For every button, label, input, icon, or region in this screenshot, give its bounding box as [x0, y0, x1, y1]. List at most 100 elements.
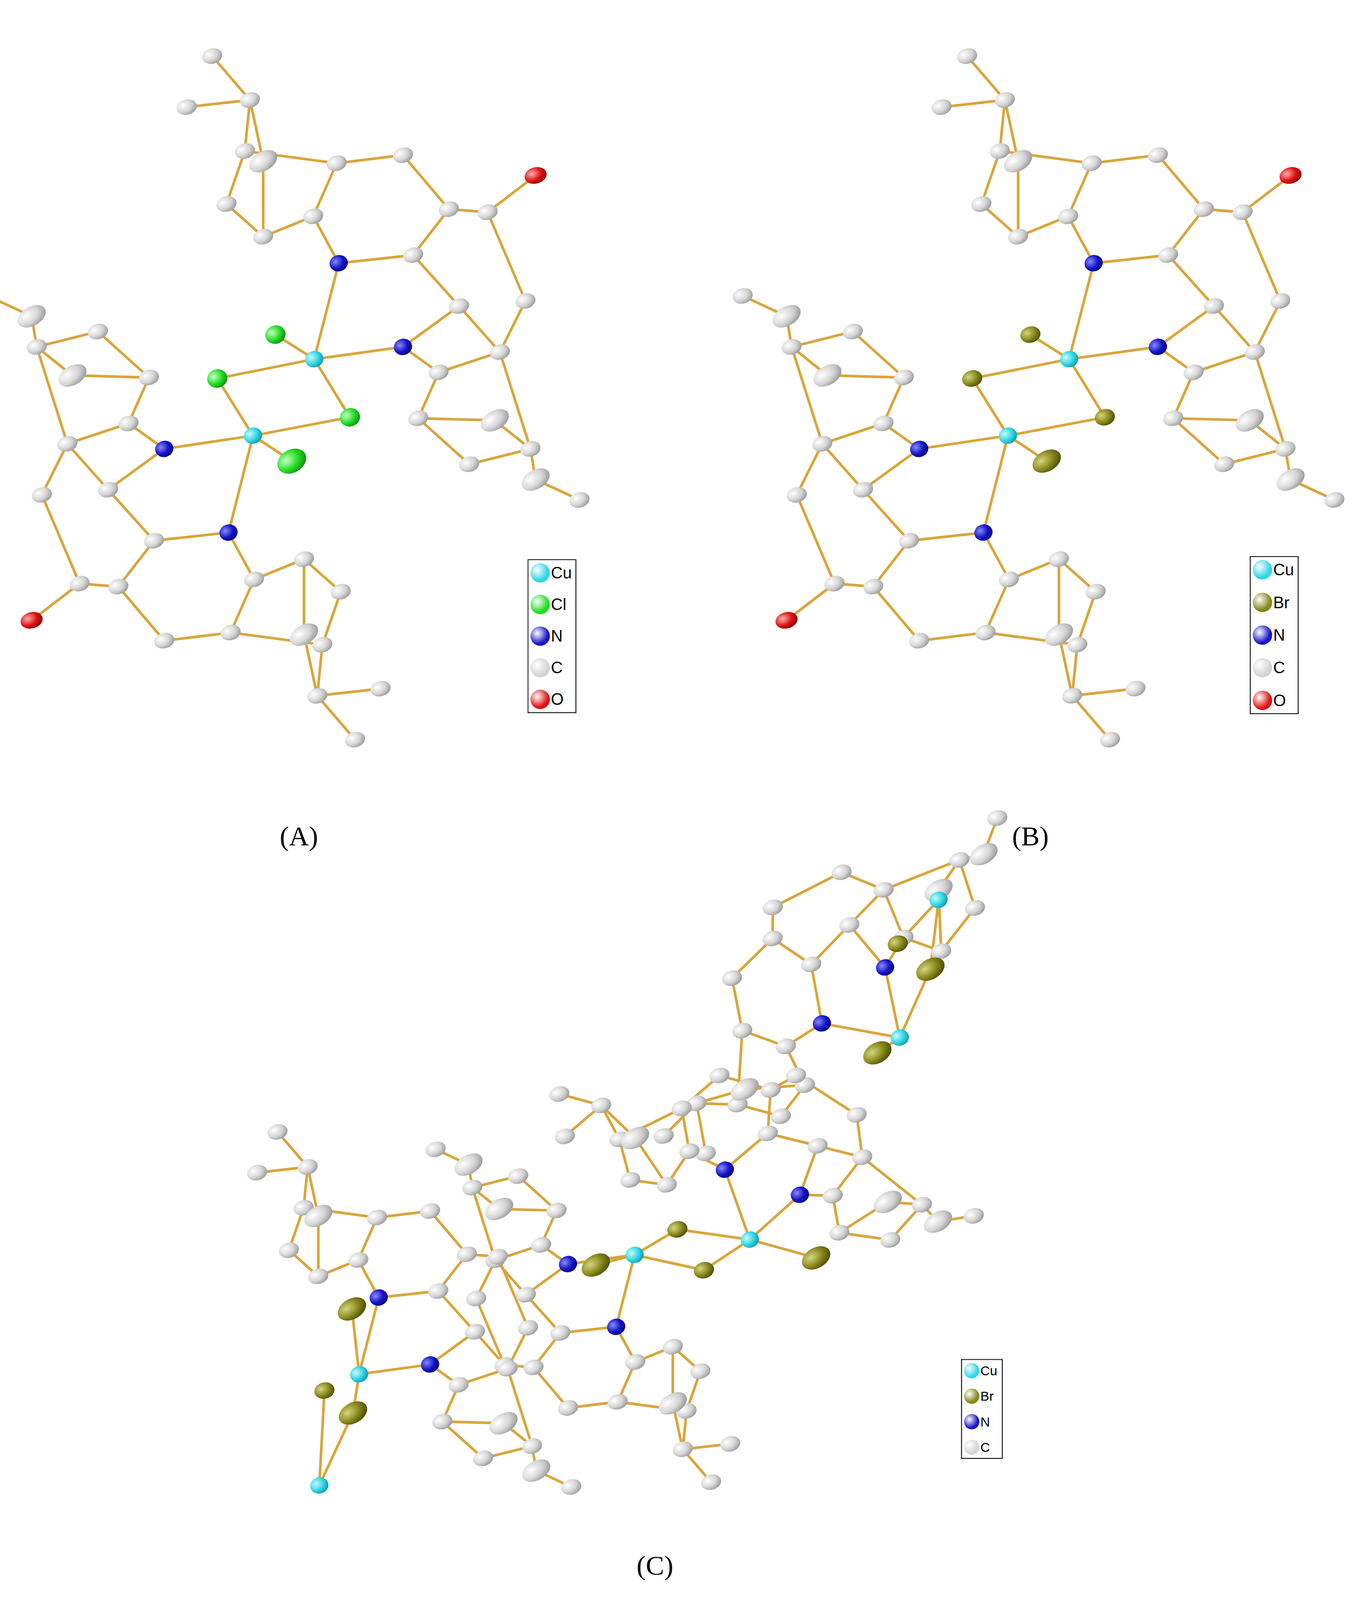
atom-c — [878, 1229, 902, 1250]
bond — [403, 155, 449, 210]
atom-c — [784, 484, 809, 505]
bond — [616, 1254, 635, 1327]
bond — [228, 435, 254, 533]
atom-n — [908, 438, 930, 460]
legend-swatch — [530, 563, 550, 583]
atom-br — [312, 1380, 337, 1402]
legend-item: O — [530, 689, 572, 710]
bond — [1077, 591, 1096, 645]
atom-c — [955, 46, 979, 67]
legend-text: Cu — [980, 1362, 998, 1378]
bond — [822, 443, 864, 490]
bond — [41, 494, 80, 584]
atom-c — [24, 336, 49, 357]
atom-c — [245, 1162, 269, 1183]
atom-c — [391, 145, 415, 166]
atom-c — [152, 630, 177, 651]
atom-c — [850, 1146, 874, 1168]
atom-c — [1161, 408, 1185, 429]
legend-swatch — [1252, 560, 1273, 580]
atom-c — [907, 630, 931, 651]
atom-c — [768, 300, 805, 333]
atom-c — [969, 193, 994, 215]
legend-item: Cu — [964, 1362, 998, 1378]
bond — [442, 1421, 484, 1459]
atom-c — [961, 1205, 986, 1226]
legend-text: O — [1273, 690, 1287, 710]
atom-c — [871, 413, 896, 434]
bond — [1007, 417, 1105, 436]
atom-c — [861, 576, 885, 597]
atom-c — [242, 569, 266, 590]
bond — [403, 306, 460, 348]
atom-c — [1322, 489, 1347, 510]
legend-text: N — [550, 626, 563, 646]
atom-c — [485, 1246, 510, 1267]
atom-c — [559, 1476, 583, 1497]
atom-c — [464, 1288, 489, 1309]
bond — [359, 1364, 431, 1375]
bond — [108, 448, 165, 490]
atom-c — [1123, 678, 1147, 699]
atom-c — [446, 1374, 471, 1395]
atom-c — [450, 1148, 487, 1181]
atom-c — [844, 1104, 869, 1125]
atom-c — [707, 1065, 731, 1086]
atom-c — [457, 454, 481, 475]
atom-c — [518, 1454, 555, 1487]
atom-c — [718, 1433, 743, 1454]
legend-item: Cu — [530, 563, 572, 583]
atom-c — [677, 1141, 702, 1162]
atom-c — [654, 1387, 691, 1420]
legend-text: C — [980, 1439, 991, 1455]
legend-swatch — [964, 1439, 980, 1455]
bond — [972, 359, 1070, 379]
bond — [981, 150, 1000, 204]
atom-c — [896, 530, 921, 551]
legend-swatch — [964, 1362, 980, 1378]
atom-c — [516, 1317, 540, 1338]
atom-cl — [272, 443, 311, 479]
atom-c — [1243, 342, 1267, 363]
atom-cu — [303, 348, 326, 370]
bond — [230, 579, 255, 633]
legend-swatch — [1252, 625, 1273, 646]
bond — [772, 872, 842, 908]
bond — [164, 435, 253, 449]
atom-cu — [1058, 348, 1080, 370]
bond — [1068, 163, 1092, 217]
atom-c — [13, 300, 50, 333]
atom-n — [419, 1354, 441, 1375]
atom-c — [544, 1200, 569, 1221]
atom-c — [755, 1123, 780, 1144]
atom-c — [423, 1138, 448, 1160]
atom-c — [699, 1472, 723, 1493]
bond — [1242, 212, 1281, 301]
bond — [883, 889, 904, 938]
atom-c — [1079, 153, 1104, 174]
atom-n — [1082, 253, 1105, 274]
atom-c — [618, 1169, 643, 1190]
atom-o — [773, 609, 800, 631]
atom-c — [910, 1194, 934, 1215]
atom-n — [605, 1316, 627, 1337]
bond — [500, 300, 526, 352]
atom-c — [1056, 206, 1080, 227]
atom-c — [820, 1185, 845, 1206]
legend-swatch — [1252, 690, 1273, 711]
legend-text: N — [980, 1413, 991, 1430]
bond — [1158, 155, 1204, 210]
atom-c — [251, 226, 275, 247]
atom-c — [265, 1121, 290, 1142]
legend-text: C — [550, 658, 563, 677]
bond — [507, 1368, 533, 1446]
legend-item: N — [1252, 625, 1295, 646]
legend-box: CuBrNC — [961, 1358, 1003, 1459]
atom-c — [1060, 685, 1084, 706]
atom-c — [920, 1205, 957, 1238]
bond — [863, 489, 909, 542]
bond — [262, 161, 265, 237]
atom-c — [328, 581, 353, 602]
bond — [972, 378, 1008, 436]
bond — [1069, 263, 1094, 360]
